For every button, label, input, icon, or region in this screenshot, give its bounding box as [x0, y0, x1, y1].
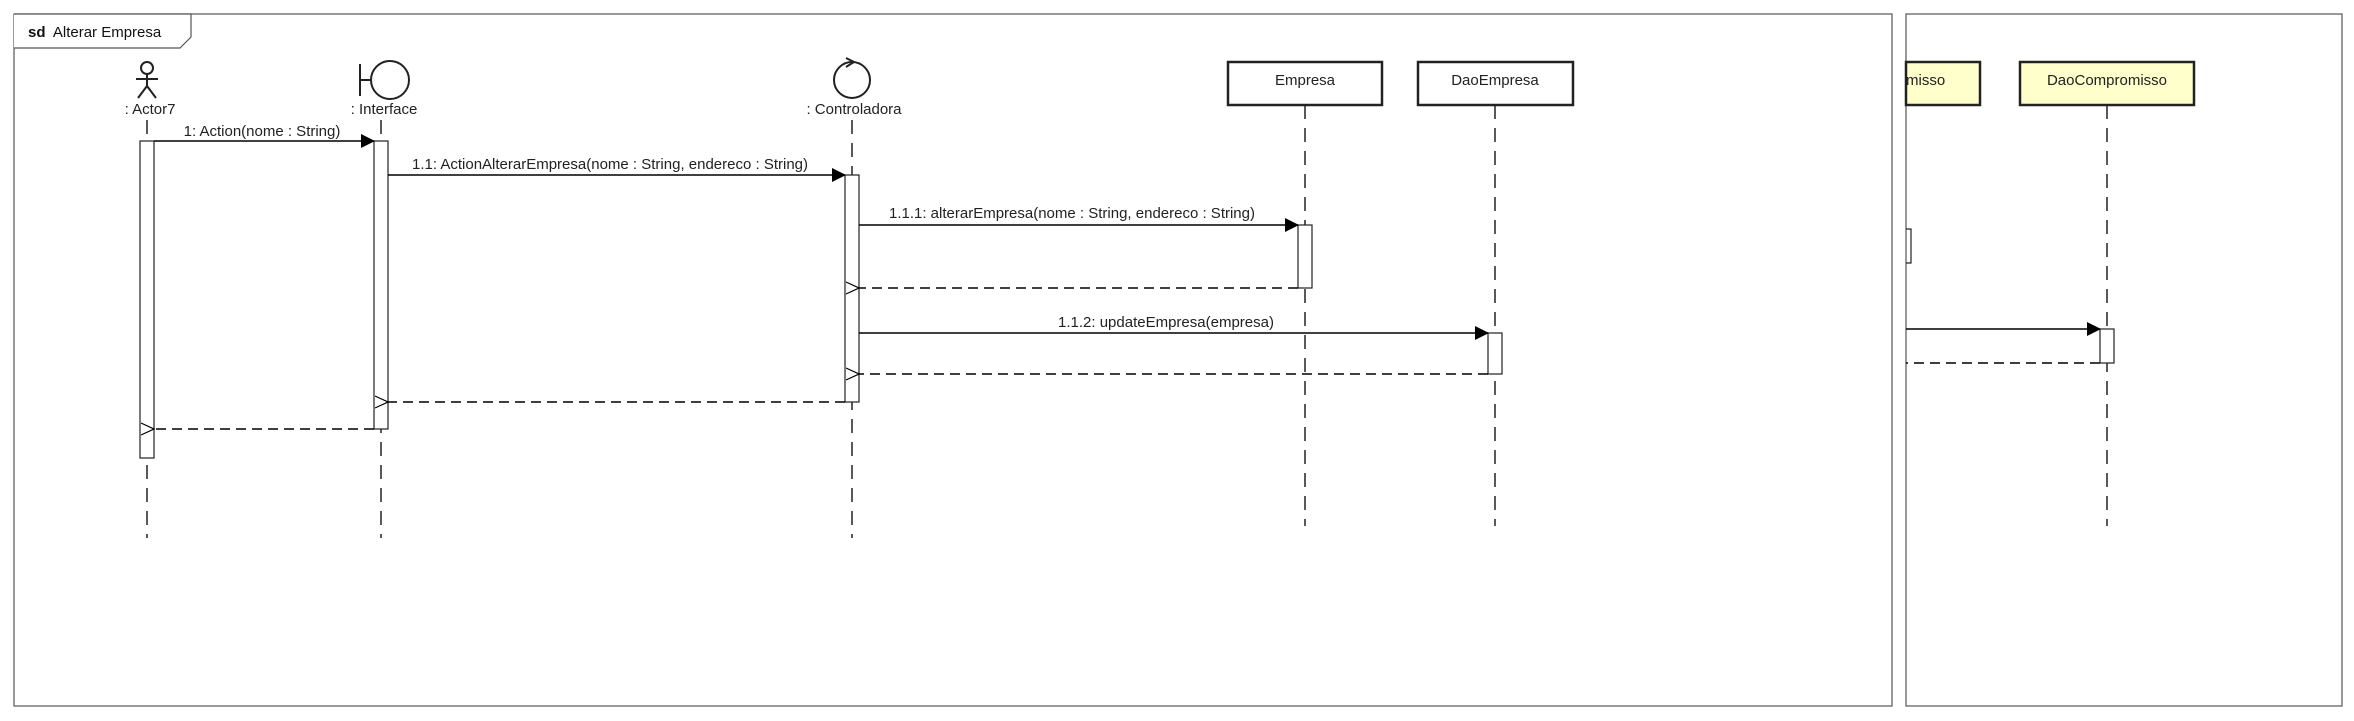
lifeline-label-daoempresa: DaoEmpresa [1451, 72, 1539, 89]
message-label: 1.1.1: alterarEmpresa(nome : String, end… [889, 205, 1255, 222]
lifeline-box-compromisso [1904, 60, 1982, 107]
activation-empresa [1297, 224, 1313, 289]
partial-activation-edge [1906, 228, 1912, 264]
frame-title: sd Alterar Empresa [28, 24, 162, 41]
message-label: 1.1: ActionAlterarEmpresa(nome : String,… [412, 156, 808, 173]
frame-keyword: sd [28, 24, 46, 41]
frame-main [13, 13, 1893, 707]
lifeline-interface[interactable]: : Interface [351, 60, 418, 538]
message-label: 1: Action(nome : String) [184, 123, 341, 140]
lifeline-actor7[interactable]: : Actor7 [125, 61, 176, 538]
lifeline-box-daoempresa [1416, 60, 1575, 107]
frame-name: Alterar Empresa [53, 24, 162, 41]
frame-title-tab [14, 13, 192, 49]
lifeline-label-controladora: : Controladora [806, 101, 902, 118]
activation-daocompromisso [2099, 328, 2115, 364]
lifeline-daocompromisso[interactable]: DaoCompromisso [2018, 60, 2196, 526]
message-1-1-1[interactable]: 1.1.1: alterarEmpresa(nome : String, end… [859, 205, 1299, 232]
activation-daoempresa [1487, 332, 1503, 375]
lifeline-label-daocompromisso: DaoCompromisso [2047, 72, 2167, 89]
lifeline-compromisso-partial[interactable]: misso [1904, 60, 1982, 107]
message-1-1-2[interactable]: 1.1.2: updateEmpresa(empresa) [859, 314, 1489, 340]
message-1-1[interactable]: 1.1: ActionAlterarEmpresa(nome : String,… [388, 156, 846, 182]
lifeline-label-empresa: Empresa [1275, 72, 1336, 89]
control-icon [833, 57, 871, 99]
lifeline-empresa[interactable]: Empresa [1226, 60, 1384, 526]
message-label: 1.1.2: updateEmpresa(empresa) [1058, 314, 1274, 331]
activation-actor7 [139, 140, 155, 459]
lifeline-controladora[interactable]: : Controladora [806, 57, 902, 538]
lifeline-label-interface: : Interface [351, 101, 418, 118]
activation-interface [373, 140, 389, 430]
message-1[interactable]: 1: Action(nome : String) [154, 123, 375, 148]
lifeline-daoempresa[interactable]: DaoEmpresa [1416, 60, 1575, 526]
lifeline-label-actor7: : Actor7 [125, 101, 176, 118]
activation-controladora [844, 174, 860, 403]
lifeline-label-compromisso: misso [1906, 72, 1945, 89]
actor-icon [136, 61, 158, 99]
boundary-icon [359, 60, 410, 100]
frame-secondary [1905, 13, 2343, 707]
